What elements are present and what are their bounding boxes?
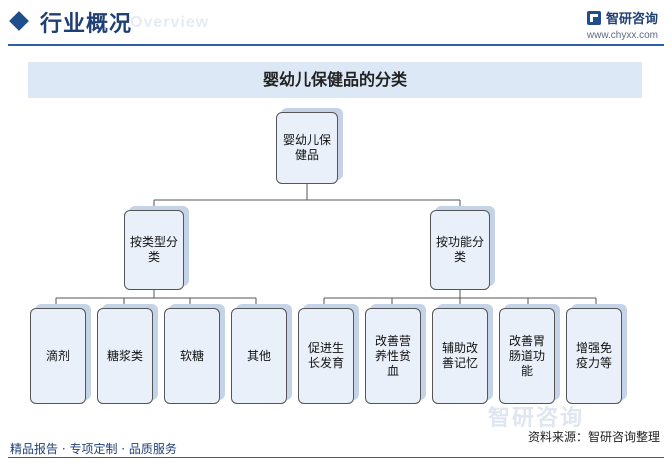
footer-source: 资料来源：智研咨询整理 bbox=[527, 430, 660, 444]
node-branch-type: 按类型分类 bbox=[124, 210, 184, 290]
header-divider bbox=[8, 44, 664, 46]
node-root: 婴幼儿保健品 bbox=[276, 112, 338, 184]
header-title: 行业概况 bbox=[40, 12, 133, 37]
brand-name: 智研咨询 bbox=[605, 12, 658, 27]
header: Overview 行业概况 智研咨询 www.chyxx.com bbox=[0, 0, 672, 50]
footer-watermark: 智研咨询 bbox=[488, 406, 585, 431]
node-leaf-immunity: 增强免疫力等 bbox=[566, 308, 622, 404]
brand-url: www.chyxx.com bbox=[586, 29, 658, 41]
footer-divider bbox=[8, 457, 664, 458]
brand-logo-icon bbox=[586, 10, 601, 25]
node-leaf-gummy: 软糖 bbox=[164, 308, 220, 404]
node-leaf-anemia: 改善营养性贫血 bbox=[365, 308, 421, 404]
node-leaf-drops: 滴剂 bbox=[30, 308, 86, 404]
node-leaf-memory: 辅助改善记忆 bbox=[432, 308, 488, 404]
node-leaf-syrup: 糖浆类 bbox=[97, 308, 153, 404]
footer-slogan: 精品报告 · 专项定制 · 品质服务 bbox=[10, 442, 177, 456]
diagram-title-bar: 婴幼儿保健品的分类 bbox=[28, 62, 642, 98]
node-leaf-other: 其他 bbox=[231, 308, 287, 404]
header-title-en: Overview bbox=[130, 14, 210, 31]
connector-root bbox=[153, 184, 461, 210]
connector-type bbox=[55, 290, 257, 308]
connector-function bbox=[323, 290, 597, 308]
diagram-title: 婴幼儿保健品的分类 bbox=[262, 70, 407, 89]
brand: 智研咨询 www.chyxx.com bbox=[586, 8, 658, 41]
node-branch-function: 按功能分类 bbox=[430, 210, 490, 290]
node-leaf-growth: 促进生长发育 bbox=[298, 308, 354, 404]
node-leaf-gut: 改善胃肠道功能 bbox=[499, 308, 555, 404]
